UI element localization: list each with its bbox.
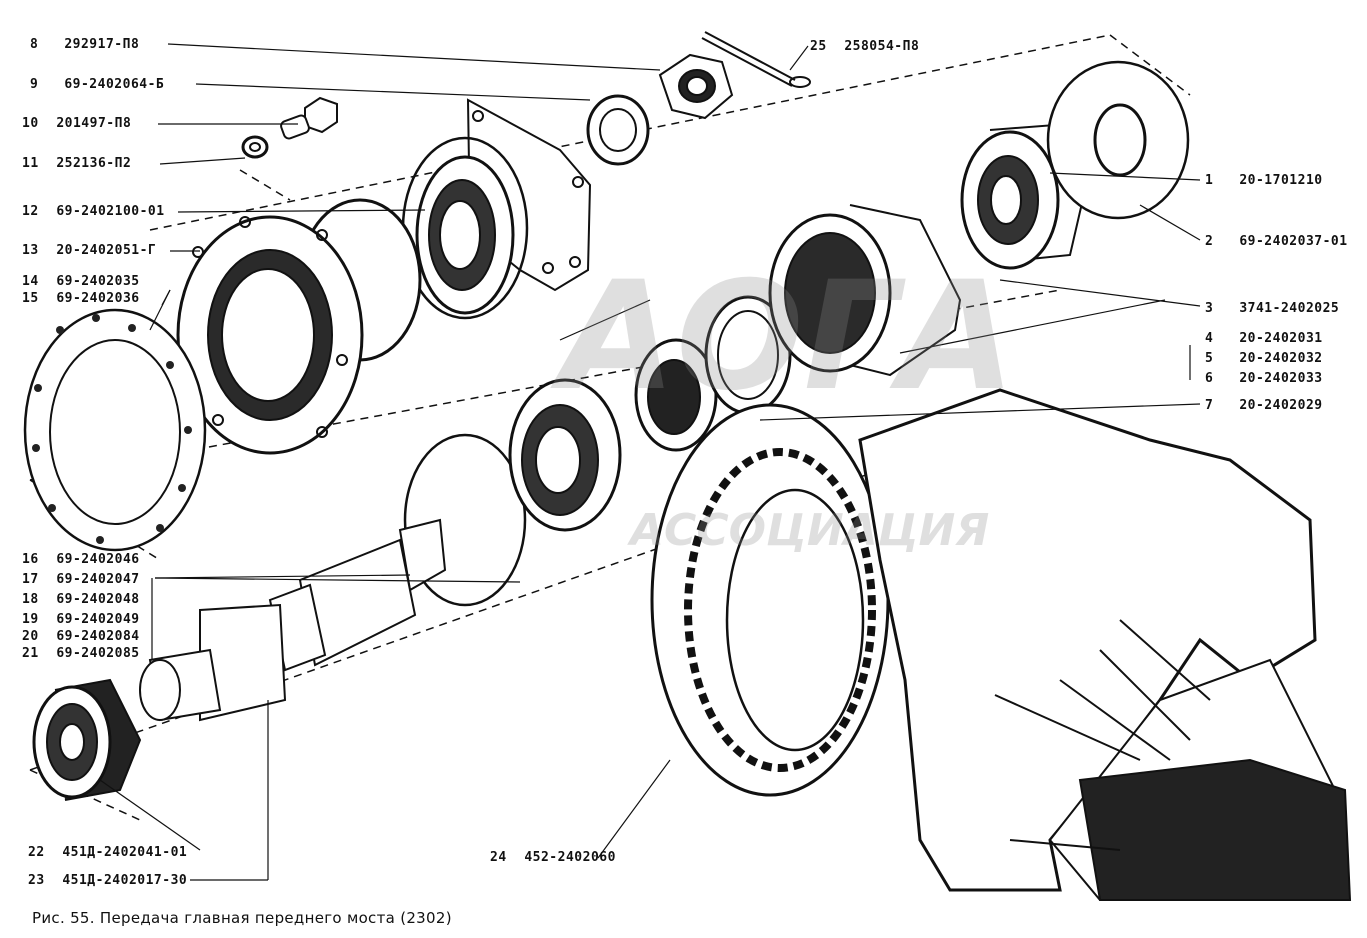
washer-part-9	[586, 94, 650, 166]
part-label-4: 4 20-2402031	[1205, 331, 1323, 346]
o-ring-part-16	[403, 433, 527, 607]
part-label-8: 8 292917-П8	[30, 37, 140, 52]
part-label-9: 9 69-2402064-Б	[30, 77, 165, 92]
flange-part-12	[415, 98, 592, 315]
washer-part-2	[1046, 60, 1190, 220]
shim-gasket-part-14-15	[23, 308, 207, 552]
part-label-6: 6 20-2402033	[1205, 371, 1323, 386]
part-label-25: 25 258054-П8	[810, 39, 920, 54]
shim-ring-part-19	[704, 295, 792, 415]
part-label-7: 7 20-2402029	[1205, 398, 1323, 413]
lock-washer-part-11	[241, 135, 269, 159]
part-label-1: 1 20-1701210	[1205, 173, 1323, 188]
part-label-11: 11 252136-П2	[22, 156, 132, 171]
rear-bearing-part-22	[32, 678, 142, 801]
bearing-cup-housing-part-3	[768, 204, 962, 377]
spacer-part-18	[634, 338, 718, 452]
castle-nut-part-8	[658, 53, 734, 120]
part-label-3: 3 3741-2402025	[1205, 301, 1340, 316]
leader-lines	[99, 43, 1201, 881]
part-label-22: 22 451Д-2402041-01	[28, 845, 188, 860]
bearing-part-1	[960, 123, 1087, 270]
part-label-13: 13 20-2402051-Г	[22, 243, 157, 258]
part-label-20: 20 69-2402084	[22, 629, 140, 644]
part-label-2: 2 69-2402037-01	[1205, 234, 1348, 249]
part-label-17: 17 69-2402047	[22, 572, 140, 587]
part-label-12: 12 69-2402100-01	[22, 204, 165, 219]
bearing-cone-part-17	[508, 378, 622, 532]
bolt-part-10	[280, 96, 338, 140]
part-label-15: 15 69-2402036	[22, 291, 140, 306]
bearing-housing-part-13	[176, 198, 422, 455]
part-label-19: 19 69-2402049	[22, 612, 140, 627]
differential-housing	[858, 388, 1352, 901]
part-label-23: 23 451Д-2402017-30	[28, 873, 188, 888]
part-label-14: 14 69-2402035	[22, 274, 140, 289]
part-label-18: 18 69-2402048	[22, 592, 140, 607]
part-label-5: 5 20-2402032	[1205, 351, 1323, 366]
part-label-24: 24 452-2402060	[490, 850, 616, 865]
part-label-21: 21 69-2402085	[22, 646, 140, 661]
ring-gear-part-24	[650, 403, 890, 797]
watermark-association-text: АССОЦИАЦИЯ	[630, 505, 990, 556]
part-label-16: 16 69-2402046	[22, 552, 140, 567]
figure-caption: Рис. 55. Передача главная переднего мост…	[32, 909, 452, 927]
part-label-10: 10 201497-П8	[22, 116, 132, 131]
drive-pinion-shaft-part-23	[139, 518, 447, 722]
watermark-logo: АОГА	[560, 250, 1016, 424]
cotter-pin-part-25	[701, 31, 811, 88]
